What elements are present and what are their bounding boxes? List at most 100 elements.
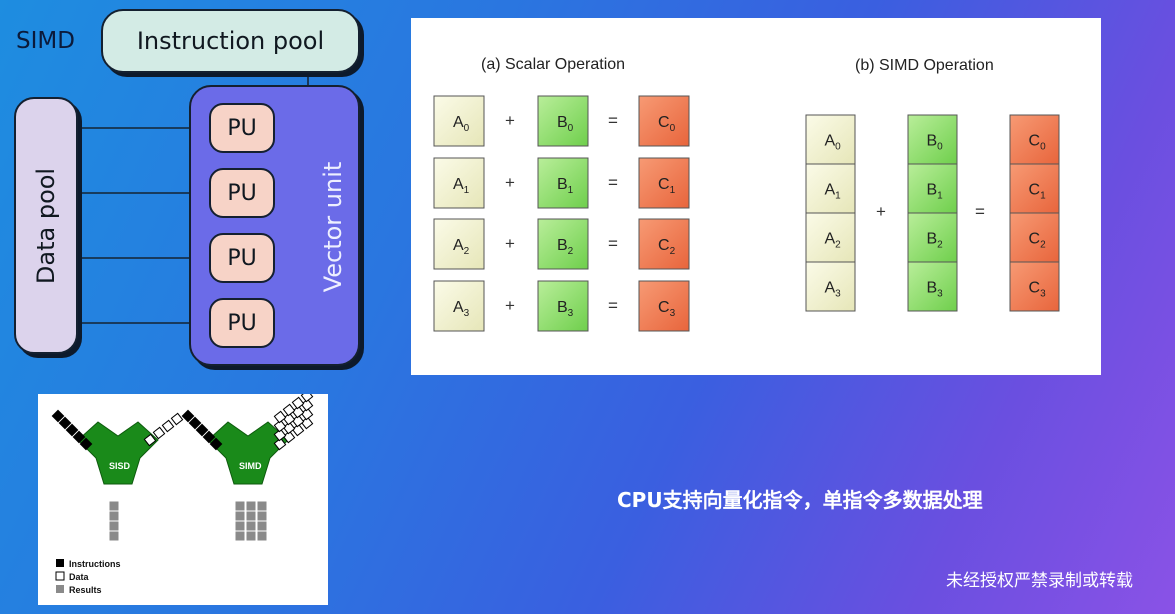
scalar-a3-cell (433, 280, 485, 332)
result-square (109, 521, 119, 531)
scalar-plus: + (505, 296, 515, 315)
data-square (300, 416, 314, 430)
instruction-square (58, 416, 72, 430)
scalar-b2-cell (537, 218, 589, 270)
simd-c3-cell (1009, 261, 1060, 312)
sisd-simd-panel: SISD SIMD Instructions Data Results (38, 389, 328, 605)
pu-label: PU (227, 245, 257, 271)
simd-b3-cell (907, 261, 958, 312)
data-square (161, 419, 175, 433)
instruction-pool-label: Instruction pool (136, 27, 325, 55)
instruction-square (195, 423, 209, 437)
result-square (246, 501, 256, 511)
result-square (109, 511, 119, 521)
data-square (291, 405, 305, 419)
data-square (170, 412, 184, 426)
data-square (300, 407, 314, 421)
legend-swatch-data (55, 571, 65, 581)
scalar-c3-cell (638, 280, 690, 332)
operation-comparison-panel: (a) Scalar Operation (b) SIMD Operation … (411, 18, 1101, 375)
legend-results: Results (69, 585, 102, 595)
scalar-plus: + (505, 234, 515, 253)
instruction-square (188, 416, 202, 430)
pu-label: PU (227, 115, 257, 141)
sisd-simd-cells (51, 389, 314, 541)
scalar-b3-cell (537, 280, 589, 332)
result-square (109, 531, 119, 541)
data-square (291, 396, 305, 410)
data-square (282, 430, 296, 444)
result-square (257, 521, 267, 531)
data-square (273, 428, 287, 442)
scalar-c0-cell (638, 95, 690, 147)
legend-instructions: Instructions (69, 559, 121, 569)
sisd-label: SISD (109, 461, 131, 471)
instruction-square (72, 430, 86, 444)
result-square (109, 501, 119, 511)
instruction-pool-box: Instruction pool (101, 9, 360, 73)
result-square (246, 531, 256, 541)
caption: CPU支持向量化指令，单指令多数据处理 (617, 488, 983, 512)
result-square (246, 521, 256, 531)
data-square (291, 414, 305, 428)
simd-label: SIMD (239, 461, 262, 471)
simd-plus: + (876, 202, 886, 221)
scalar-equals: = (608, 111, 618, 130)
result-square (257, 501, 267, 511)
simd-c0-cell (1009, 114, 1060, 165)
pu-box: PU (209, 298, 275, 348)
instruction-square (181, 409, 195, 423)
scalar-equals: = (608, 234, 618, 253)
data-square (282, 412, 296, 426)
simd-b1-cell (907, 163, 958, 214)
legend-data: Data (69, 572, 90, 582)
sisd-processor (77, 421, 159, 485)
scalar-a1-cell (433, 157, 485, 209)
pu-label: PU (227, 310, 257, 336)
data-pool-box: Data pool (14, 97, 78, 354)
scalar-title: (a) Scalar Operation (481, 56, 625, 73)
scalar-equals: = (608, 173, 618, 192)
simd-c1-cell (1009, 163, 1060, 214)
instruction-square (202, 430, 216, 444)
scalar-b0-cell (537, 95, 589, 147)
scalar-c2-cell (638, 218, 690, 270)
data-square (273, 437, 287, 451)
legend-swatch-results (56, 585, 64, 593)
scalar-plus: + (505, 111, 515, 130)
scalar-equals: = (608, 296, 618, 315)
result-square (235, 511, 245, 521)
rights-notice: 未经授权严禁录制或转载 (946, 571, 1133, 591)
simd-a3-cell (805, 261, 856, 312)
simd-operation-title: (b) SIMD Operation (855, 57, 994, 74)
instruction-square (51, 409, 65, 423)
pu-box: PU (209, 233, 275, 283)
result-square (257, 531, 267, 541)
instruction-square (79, 437, 93, 451)
scalar-plus: + (505, 173, 515, 192)
instruction-square (209, 437, 223, 451)
simd-equals: = (975, 202, 985, 221)
data-square (273, 410, 287, 424)
result-square (257, 511, 267, 521)
simd-a0-cell (805, 114, 856, 165)
data-square (152, 426, 166, 440)
simd-processor (207, 421, 289, 485)
scalar-b1-cell (537, 157, 589, 209)
operation-figure: (a) Scalar Operation (b) SIMD Operation … (433, 56, 1060, 332)
legend-swatch-instructions (56, 559, 64, 567)
data-square (273, 419, 287, 433)
scalar-a0-cell (433, 95, 485, 147)
vector-unit-label: Vector unit (319, 161, 347, 293)
data-square (282, 421, 296, 435)
sisd-simd-figure: SISD SIMD Instructions Data Results (51, 389, 314, 595)
instruction-square (65, 423, 79, 437)
data-square (282, 403, 296, 417)
data-square (143, 433, 157, 447)
pu-box: PU (209, 103, 275, 153)
pu-label: PU (227, 180, 257, 206)
result-square (235, 521, 245, 531)
data-square (300, 389, 314, 403)
data-square (300, 398, 314, 412)
